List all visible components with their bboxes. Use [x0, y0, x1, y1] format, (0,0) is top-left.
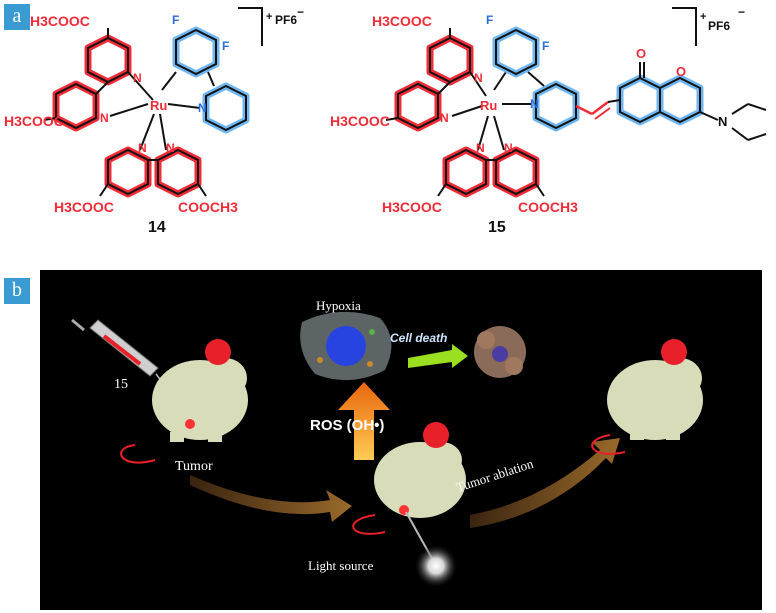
- scheme-background: [40, 270, 762, 610]
- ablation-arrow: [470, 438, 620, 528]
- light-source-label: Light source: [308, 558, 374, 573]
- panel-a-tag: a: [4, 4, 30, 30]
- ruthenium-label: Ru: [150, 98, 167, 113]
- tumor-marker: [185, 419, 195, 429]
- compound-15-label: 15: [488, 219, 506, 236]
- ester-label: H3COOC: [372, 13, 432, 29]
- nitrogen-label: N: [166, 141, 175, 155]
- ester-label: COOCH3: [178, 199, 238, 215]
- cell-death-label: Cell death: [390, 331, 447, 345]
- tumor-label: Tumor: [175, 459, 213, 474]
- ester-label: H3COOC: [30, 13, 90, 29]
- counterion-label: PF6: [275, 13, 297, 27]
- carbonyl-oxygen-label: O: [636, 46, 646, 61]
- ester-label: H3COOC: [4, 113, 64, 129]
- ester-label: H3COOC: [54, 199, 114, 215]
- compound-15: H3COOC H3COOC H3COOC COOCH3 N N N N N Ru…: [330, 5, 767, 236]
- fluorine-label: F: [486, 13, 493, 27]
- charge-sign: −: [738, 5, 745, 19]
- nitrogen-label: N: [138, 141, 147, 155]
- mouse-icon: [352, 422, 466, 563]
- progression-arrow: [190, 475, 352, 522]
- fluorine-label: F: [172, 13, 179, 27]
- compound-14-label: 14: [148, 219, 166, 236]
- cell-death-arrow: [408, 344, 468, 368]
- ester-label: COOCH3: [518, 199, 578, 215]
- ros-arrow: [338, 382, 390, 460]
- charge-sign: +: [700, 11, 706, 23]
- nitrogen-label: N: [504, 141, 513, 155]
- injection-label: 15: [114, 377, 128, 392]
- amine-nitrogen-label: N: [718, 114, 727, 129]
- compound-14: H3COOC H3COOC H3COOC COOCH3 N N N N N Ru…: [4, 5, 304, 236]
- fluorine-label: F: [222, 39, 229, 53]
- ester-label: H3COOC: [382, 199, 442, 215]
- ring-oxygen-label: O: [676, 64, 686, 79]
- panel-b-scheme: 15 Tumor Hypoxia Cell death ROS (OH•): [40, 270, 762, 610]
- counterion-label: PF6: [708, 19, 730, 33]
- mouse-icon: [120, 339, 248, 464]
- mouse-icon: [591, 339, 703, 455]
- hypoxia-label: Hypoxia: [316, 298, 361, 313]
- panel-a-structures: H3COOC H3COOC H3COOC COOCH3 N N N N N Ru…: [4, 5, 767, 236]
- light-source-icon: [414, 544, 458, 588]
- charge-sign: −: [297, 5, 304, 19]
- nitrogen-label: N: [474, 71, 483, 85]
- hypoxic-cell-icon: [300, 311, 392, 381]
- charge-sign: +: [266, 11, 272, 23]
- nitrogen-label: N: [440, 111, 449, 125]
- ruthenium-label: Ru: [480, 98, 497, 113]
- nitrogen-label: N: [476, 141, 485, 155]
- fluorine-label: F: [542, 39, 549, 53]
- nitrogen-label: N: [530, 97, 539, 111]
- panel-b-tag: b: [4, 278, 30, 304]
- nitrogen-label: N: [198, 101, 207, 115]
- dead-cell-icon: [474, 326, 526, 378]
- ros-label: ROS (OH•): [310, 417, 384, 434]
- nitrogen-label: N: [100, 111, 109, 125]
- ester-label: H3COOC: [330, 113, 390, 129]
- nitrogen-label: N: [133, 71, 142, 85]
